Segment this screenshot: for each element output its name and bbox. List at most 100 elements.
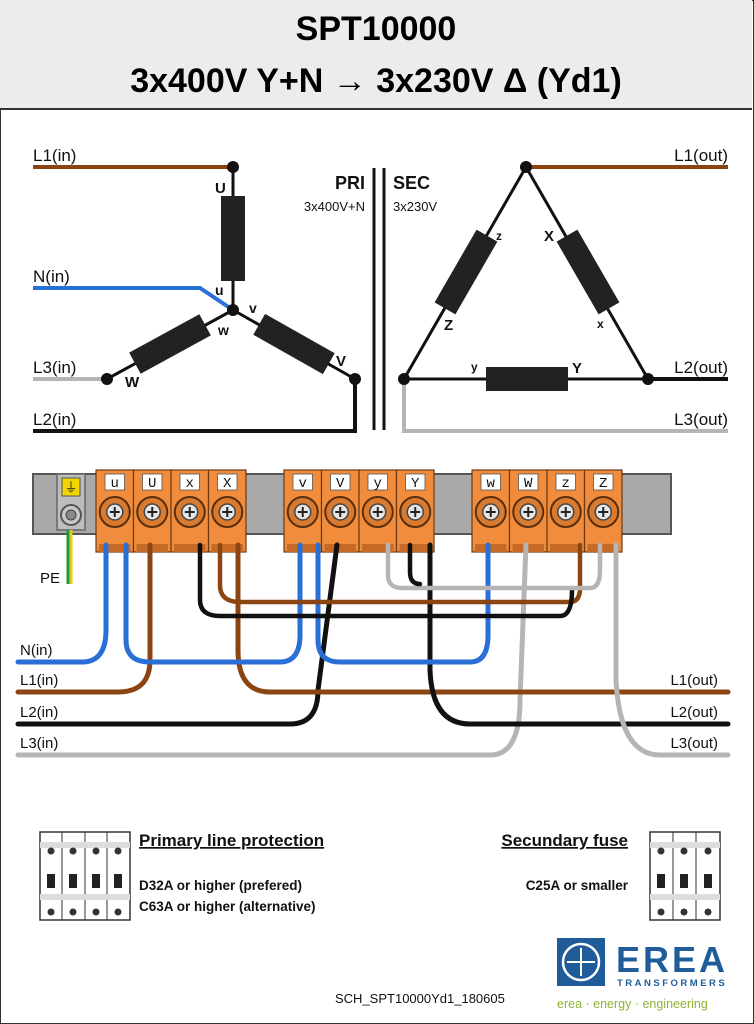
terminal-label: Z [599,476,607,492]
winding-label-x: x [597,317,604,331]
winding-u [221,196,245,281]
label-l3-in: L3(in) [33,358,76,377]
winding-label-X: X [544,228,554,245]
terminal-y: y [358,469,398,553]
jumper-u-v [123,542,303,665]
terminal-x: x [170,469,210,553]
jumper-y-z-black [407,542,423,587]
wire-label-l1-in: L1(in) [20,672,58,689]
node-l2-out [642,373,654,385]
primary-breaker-icon [39,831,131,921]
sec-rating: 3x230V [393,199,437,214]
label-l1-out: L1(out) [674,146,728,165]
l2-in-bus [15,542,340,727]
terminal-V: V [320,469,360,553]
wire-label-n-in: N(in) [20,642,53,659]
winding-label-Y: Y [572,360,582,377]
primary-protection-line1: D32A or higher (prefered) [139,878,302,893]
header: SPT10000 3x400V Y+N → 3x230V Δ (Yd1) [0,0,752,110]
winding-label-y: y [471,360,478,374]
winding-z [434,229,498,315]
label-l1-in: L1(in) [33,146,76,165]
terminal-label: Y [411,476,420,492]
winding-y [486,367,568,391]
terminal-W: W [508,469,548,553]
terminal-label: u [111,476,119,492]
winding-x [556,229,620,315]
winding-label-V: V [336,353,346,370]
erea-logo: EREA TRANSFORMERS erea · energy · engine… [557,938,728,1011]
brand-tagline: erea · energy · engineering [557,997,708,1011]
jumper-y-z [385,542,603,591]
n-in-bus [15,542,109,665]
terminal-Z: Z [583,469,623,553]
pe-label: PE [40,570,60,587]
terminal-label: z [562,476,570,492]
winding-label-w: w [217,322,229,338]
wire-label-l1-out: L1(out) [670,672,718,689]
terminal-label: x [186,476,194,492]
transformer-core: PRI 3x400V+N SEC 3x230V [304,168,437,430]
terminal-label: v [299,476,307,492]
winding-label-U: U [215,180,226,197]
secondary-fuse-icon [649,831,721,921]
l3-out-bus [613,542,731,758]
l1-out-bus [235,542,731,695]
winding-label-u: u [215,282,224,298]
primary-protection-title: Primary line protection [139,831,324,850]
winding-w [129,314,211,374]
pri-label: PRI [335,173,365,193]
terminal-label: w [487,476,496,492]
brand-name: EREA [616,939,728,980]
wire-label-l2-out: L2(out) [670,704,718,721]
winding-label-z: z [496,229,502,243]
label-l2-out: L2(out) [674,358,728,377]
n-in-line [33,286,235,312]
winding-label-Z: Z [444,317,453,334]
page-title: SPT10000 [295,10,457,48]
l2-out-bus [427,542,731,727]
sec-label: SEC [393,173,430,193]
terminal-label: X [223,476,232,492]
terminal-w: w [471,469,511,553]
wire-label-l3-in: L3(in) [20,735,58,752]
terminal-label: W [524,476,533,492]
terminal-z: z [546,469,586,553]
terminal-label: y [374,476,382,492]
jumper-x-w-z [217,542,583,605]
secondary-fuse-title: Secundary fuse [501,831,628,850]
label-n-in: N(in) [33,267,70,286]
label-l3-out: L3(out) [674,410,728,429]
node-l2-in [349,373,361,385]
terminal-U: U [132,469,172,553]
primary-star: L1(in) N(in) L3(in) L2(in) U u W w V v [33,146,361,433]
ground-icon: ⏚ [64,480,77,495]
l2-in-line [33,379,357,433]
secondary-delta: L1(out) L2(out) L3(out) z Z X x y Y [398,146,728,433]
winding-v [253,313,335,375]
pri-rating: 3x400V+N [304,199,365,214]
terminal-Y: Y [395,469,435,553]
node-l1-in [227,161,239,173]
l3-in-bus [15,542,529,758]
wiring: N(in) L1(in) L2(in) L3(in) L1(out) L2(ou… [15,542,731,758]
terminal-label: V [336,476,345,492]
wire-label-l2-in: L2(in) [20,704,58,721]
terminal-X: X [207,469,247,553]
label-l2-in: L2(in) [33,410,76,429]
node-star-point [227,304,239,316]
winding-label-v: v [249,300,257,316]
jumper-v-w [315,542,491,665]
jumper-u-x [197,542,575,619]
terminal-label: U [148,476,156,492]
l1-in-bus [15,542,153,695]
document-id: SCH_SPT10000Yd1_180605 [335,991,505,1006]
page-subtitle: 3x400V Y+N → 3x230V Δ (Yd1) [130,62,622,100]
brand-subtitle: TRANSFORMERS [617,978,727,989]
primary-protection-line2: C63A or higher (alternative) [139,899,316,914]
winding-label-W: W [125,374,140,391]
terminal-u: u [95,469,135,553]
l3-out-line [402,379,728,433]
